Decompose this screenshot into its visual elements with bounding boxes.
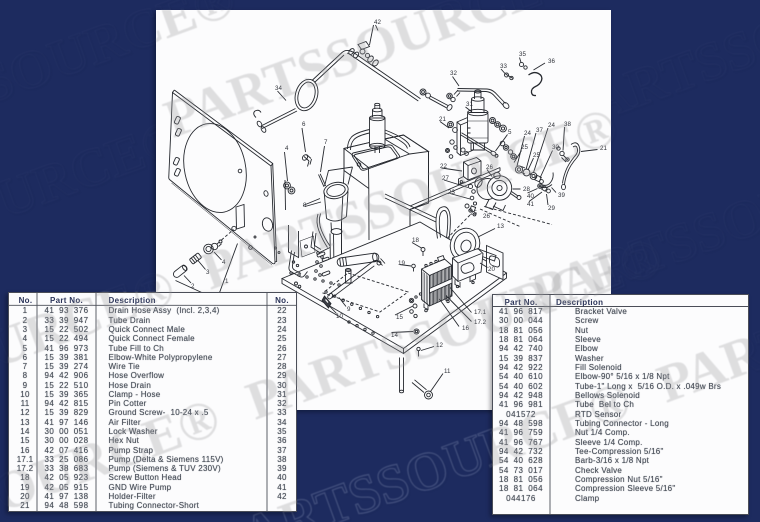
- svg-text:18: 18: [412, 237, 419, 244]
- svg-text:37: 37: [536, 127, 543, 134]
- svg-text:4: 4: [222, 259, 226, 266]
- svg-text:9: 9: [347, 306, 351, 313]
- svg-text:38: 38: [564, 121, 571, 128]
- svg-text:17.2: 17.2: [474, 319, 487, 326]
- svg-text:7: 7: [324, 139, 328, 146]
- svg-text:PARTSSOURCE®: PARTSSOURCE®: [650, 209, 760, 415]
- svg-text:23: 23: [448, 189, 455, 196]
- svg-text:31: 31: [466, 101, 473, 108]
- svg-text:33: 33: [500, 63, 507, 70]
- svg-text:39: 39: [558, 192, 565, 199]
- svg-text:PARTSSOURCE®: PARTSSOURCE®: [0, 387, 227, 522]
- svg-text:28: 28: [523, 186, 530, 193]
- svg-text:11: 11: [444, 368, 451, 375]
- svg-text:36: 36: [548, 58, 555, 65]
- svg-text:40: 40: [527, 193, 534, 200]
- svg-text:25: 25: [533, 152, 540, 159]
- svg-text:42: 42: [374, 19, 381, 26]
- svg-text:25: 25: [521, 144, 528, 151]
- svg-text:30: 30: [552, 144, 559, 151]
- svg-text:8: 8: [303, 202, 307, 209]
- svg-text:15: 15: [396, 314, 403, 321]
- svg-text:34: 34: [275, 85, 282, 92]
- svg-text:24: 24: [524, 130, 531, 137]
- svg-text:41: 41: [527, 201, 534, 208]
- svg-text:10: 10: [336, 313, 343, 320]
- svg-text:20: 20: [488, 266, 495, 273]
- svg-text:1: 1: [225, 278, 229, 285]
- svg-text:13: 13: [497, 223, 504, 230]
- svg-text:19: 19: [398, 260, 405, 267]
- svg-text:2: 2: [191, 283, 195, 290]
- svg-text:25: 25: [470, 210, 477, 217]
- svg-text:16: 16: [462, 325, 469, 332]
- svg-text:12: 12: [436, 342, 443, 349]
- svg-text:24: 24: [548, 122, 555, 129]
- svg-text:17.1: 17.1: [474, 309, 487, 316]
- svg-text:5: 5: [508, 129, 512, 136]
- svg-text:22: 22: [440, 163, 447, 170]
- svg-text:21: 21: [439, 116, 446, 123]
- svg-text:21: 21: [600, 145, 607, 152]
- svg-text:4: 4: [285, 145, 289, 152]
- svg-text:14: 14: [391, 332, 398, 339]
- svg-text:26: 26: [486, 164, 493, 171]
- svg-text:26: 26: [483, 213, 490, 220]
- svg-text:3: 3: [206, 269, 210, 276]
- svg-text:35: 35: [519, 51, 526, 58]
- svg-text:27: 27: [442, 175, 449, 182]
- svg-text:32: 32: [450, 70, 457, 77]
- svg-text:6: 6: [302, 121, 306, 128]
- svg-text:29: 29: [548, 205, 555, 212]
